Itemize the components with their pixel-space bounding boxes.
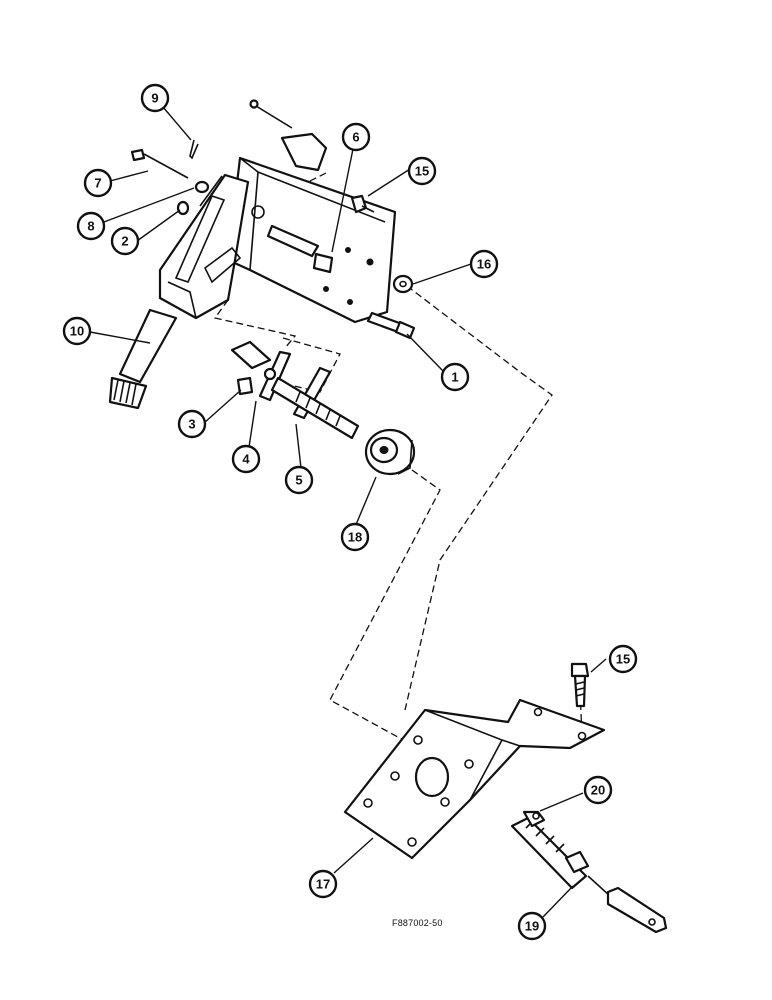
adjuster-assembly: [230, 340, 360, 440]
callout-6: 6: [341, 122, 371, 152]
callout-label-16: 16: [477, 257, 491, 272]
callout-label-2: 2: [121, 234, 128, 249]
pulley-18: [364, 428, 416, 476]
hardware-washer-8: [194, 180, 210, 194]
callout-16: 16: [469, 249, 499, 279]
hardware-bolt-15-upper: [350, 194, 375, 214]
callout-label-15-upper: 15: [415, 164, 429, 179]
hardware-cotter-pin-9: [189, 139, 199, 160]
callout-label-17: 17: [316, 877, 330, 892]
callout-label-3: 3: [188, 417, 195, 432]
callout-9: 9: [140, 83, 170, 113]
callout-label-10: 10: [70, 324, 84, 339]
callout-17: 17: [308, 869, 338, 899]
callout-10: 10: [62, 316, 92, 346]
callout-15-lower: 15: [608, 644, 638, 674]
callout-label-6: 6: [352, 130, 359, 145]
callout-5: 5: [284, 465, 314, 495]
callout-label-20: 20: [591, 783, 605, 798]
callout-label-18: 18: [348, 530, 362, 545]
callout-3: 3: [177, 409, 207, 439]
callout-label-7: 7: [94, 176, 101, 191]
callout-label-5: 5: [295, 473, 302, 488]
callout-8: 8: [76, 211, 106, 241]
callout-2: 2: [110, 226, 140, 256]
callout-label-15-lower: 15: [616, 652, 630, 667]
callout-label-8: 8: [87, 219, 94, 234]
callout-4: 4: [231, 444, 261, 474]
cable-19: [510, 816, 668, 934]
upper-bracket-assembly: [108, 156, 397, 410]
callout-label-1: 1: [451, 370, 458, 385]
hardware-bolt-15-lower: [570, 662, 590, 708]
callout-19: 19: [517, 911, 547, 941]
figure-reference-code: F887002-50: [392, 918, 443, 928]
clip-20: [522, 810, 546, 828]
hardware-bolt-1: [366, 311, 416, 340]
hardware-bolt-7: [130, 148, 189, 179]
callout-20: 20: [583, 775, 613, 805]
callout-label-4: 4: [242, 452, 250, 467]
callout-7: 7: [83, 168, 113, 198]
callout-15-upper: 15: [407, 156, 437, 186]
leader-lines: [89, 106, 607, 918]
hardware-nut-2: [176, 200, 190, 216]
callout-1: 1: [440, 362, 470, 392]
lower-bracket-17: [343, 698, 606, 860]
callout-label-19: 19: [525, 919, 539, 934]
top-switch: [249, 99, 328, 172]
callout-18: 18: [340, 522, 370, 552]
callout-label-9: 9: [151, 91, 158, 106]
hardware-washer-16: [392, 274, 414, 294]
